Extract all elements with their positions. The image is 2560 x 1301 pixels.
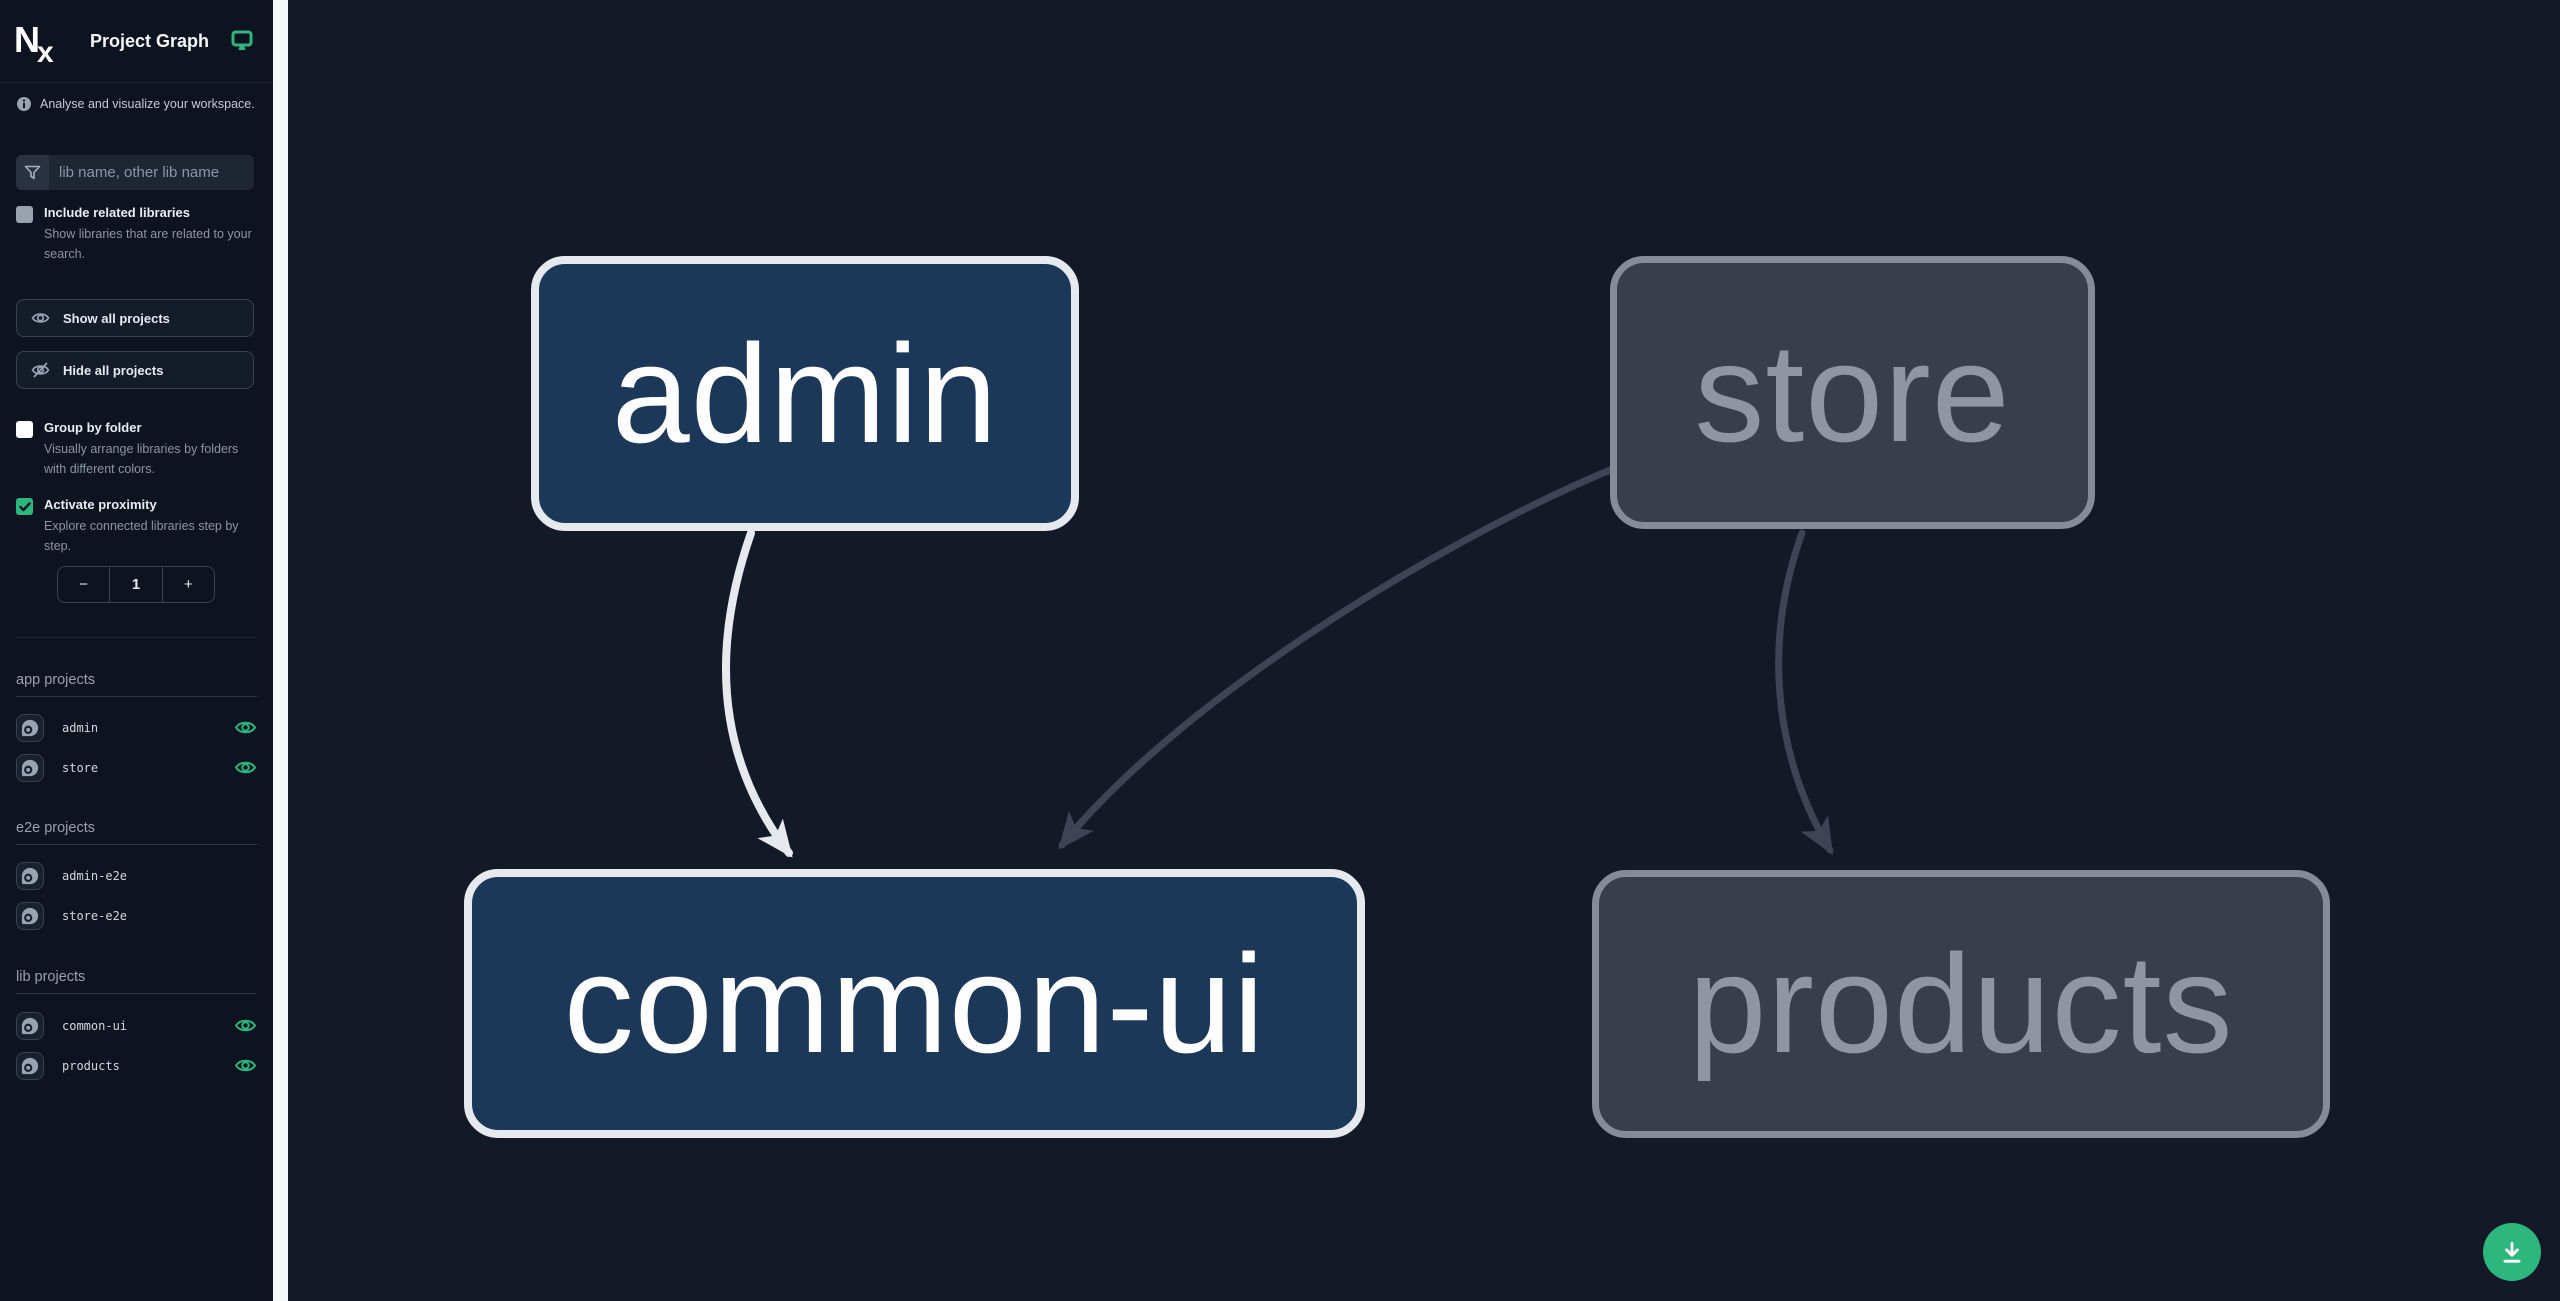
project-pin-icon <box>21 867 39 885</box>
proximity-increment-button[interactable]: + <box>163 567 214 602</box>
edge-store-to-products[interactable] <box>1775 529 1834 856</box>
filter-funnel-icon <box>16 155 49 190</box>
project-name: common-ui <box>62 1019 128 1033</box>
focus-project-button[interactable] <box>16 862 44 890</box>
project-pin-icon <box>21 1017 39 1035</box>
project-row-admin-e2e: admin-e2e <box>16 862 257 890</box>
project-pin-icon <box>21 719 39 737</box>
sidebar: N x Project Graph Analyse and visualize … <box>0 0 273 1301</box>
option-description: Show libraries that are related to your … <box>44 227 252 261</box>
graph-node-admin[interactable]: admin <box>531 256 1079 531</box>
option-label: Activate proximity <box>44 497 157 512</box>
eye-icon <box>31 313 50 323</box>
focus-project-button[interactable] <box>16 1052 44 1080</box>
toggle-visibility-eye-icon[interactable] <box>234 719 257 736</box>
project-pin-icon <box>21 759 39 777</box>
page-title: Project Graph <box>90 31 210 51</box>
option-include-related: Include related libraries Show libraries… <box>16 204 256 264</box>
section-heading-lib-projects: lib projects <box>16 969 257 994</box>
svg-text:N: N <box>14 20 40 60</box>
project-pin-icon <box>21 1057 39 1075</box>
info-icon <box>17 97 31 111</box>
graph-node-products[interactable]: products <box>1592 870 2330 1138</box>
option-label: Group by folder <box>44 420 142 435</box>
project-name: products <box>62 1059 120 1073</box>
project-row-common-ui: common-ui <box>16 1012 257 1040</box>
group-by-folder-checkbox[interactable] <box>16 421 33 438</box>
graph-node-store[interactable]: store <box>1610 256 2095 529</box>
option-label: Include related libraries <box>44 205 190 220</box>
show-all-projects-button[interactable]: Show all projects <box>16 299 254 337</box>
graph-node-common-ui[interactable]: common-ui <box>464 869 1365 1138</box>
button-label: Hide all projects <box>63 362 164 378</box>
option-group-by-folder: Group by folder Visually arrange librari… <box>16 419 256 479</box>
proximity-value: 1 <box>109 567 163 602</box>
proximity-decrement-button[interactable]: − <box>58 567 109 602</box>
search-input[interactable] <box>49 155 254 190</box>
project-name: admin-e2e <box>62 869 128 883</box>
nx-logo: N x <box>14 20 54 64</box>
project-row-store-e2e: store-e2e <box>16 902 257 930</box>
option-description: Visually arrange libraries by folders wi… <box>44 442 239 476</box>
tagline-row: Analyse and visualize your workspace. <box>17 97 255 111</box>
node-label: admin <box>611 314 999 472</box>
search-bar <box>16 155 254 190</box>
monitor-icon[interactable] <box>231 30 253 51</box>
focus-project-button[interactable] <box>16 1012 44 1040</box>
focus-project-button[interactable] <box>16 754 44 782</box>
toggle-visibility-eye-icon[interactable] <box>234 759 257 776</box>
proximity-stepper: − 1 + <box>57 566 215 603</box>
section-heading-e2e-projects: e2e projects <box>16 820 257 845</box>
toggle-visibility-eye-icon[interactable] <box>234 1017 257 1034</box>
node-label: products <box>1688 925 2234 1082</box>
download-icon <box>2503 1241 2521 1263</box>
focus-project-button[interactable] <box>16 902 44 930</box>
option-activate-proximity: Activate proximity Explore connected lib… <box>16 496 256 556</box>
option-description: Explore connected libraries step by step… <box>44 519 239 553</box>
sidebar-header: N x Project Graph <box>0 0 273 83</box>
hide-all-projects-button[interactable]: Hide all projects <box>16 351 254 389</box>
activate-proximity-checkbox[interactable] <box>16 498 33 515</box>
project-pin-icon <box>21 907 39 925</box>
checkmark-icon <box>18 501 31 511</box>
node-label: store <box>1694 313 2011 471</box>
project-name: store-e2e <box>62 909 128 923</box>
svg-text:x: x <box>37 36 54 64</box>
project-row-products: products <box>16 1052 257 1080</box>
button-label: Show all projects <box>63 310 170 326</box>
toggle-visibility-eye-icon[interactable] <box>234 1057 257 1074</box>
edge-store-to-common-ui[interactable] <box>1058 466 1614 850</box>
sidebar-scrollbar[interactable] <box>273 0 288 1301</box>
project-row-admin: admin <box>16 714 257 742</box>
download-graph-button[interactable] <box>2483 1223 2541 1281</box>
eye-off-icon <box>31 362 50 378</box>
tagline-text: Analyse and visualize your workspace. <box>40 97 255 111</box>
project-name: store <box>62 761 99 775</box>
node-label: common-ui <box>563 924 1266 1082</box>
focus-project-button[interactable] <box>16 714 44 742</box>
edge-admin-to-common-ui[interactable] <box>721 529 793 858</box>
sidebar-divider <box>16 637 257 638</box>
section-heading-app-projects: app projects <box>16 672 257 697</box>
project-name: admin <box>62 721 99 735</box>
project-row-store: store <box>16 754 257 782</box>
include-related-checkbox[interactable] <box>16 206 33 223</box>
